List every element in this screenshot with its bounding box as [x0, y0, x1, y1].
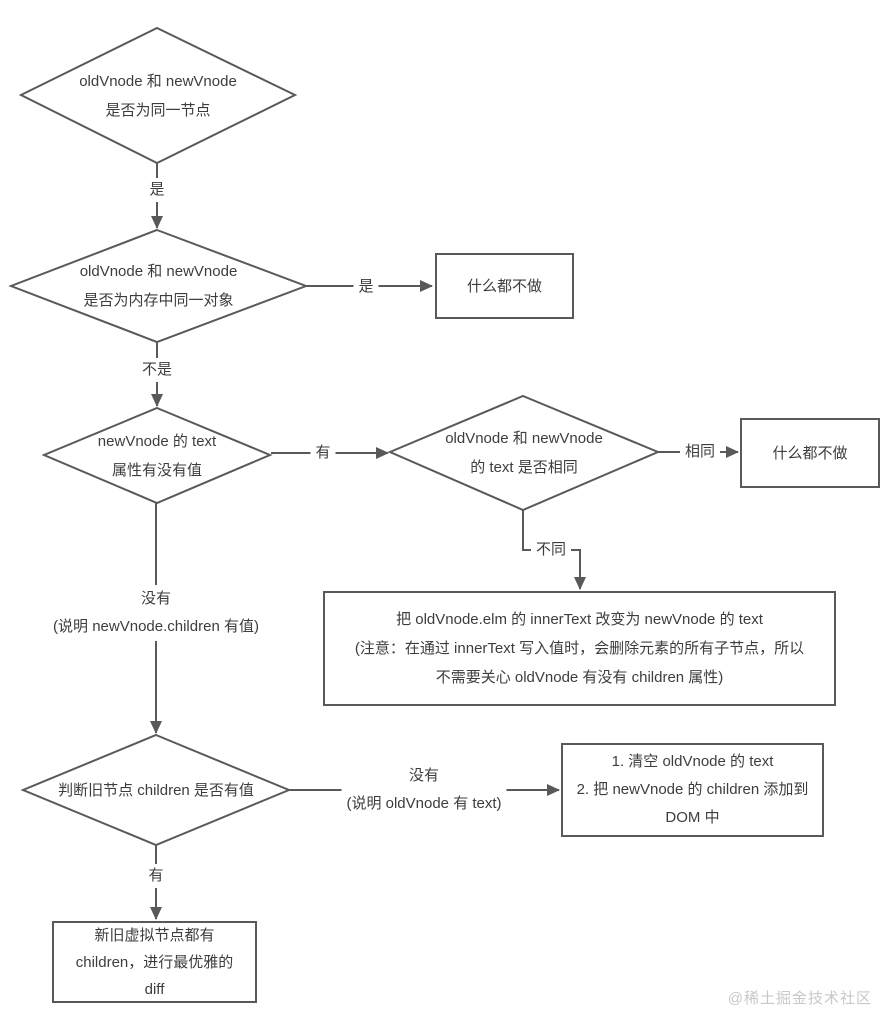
- edge-label-line: 没有: [140, 590, 172, 607]
- edge-label-text-diff: 不同: [530, 538, 572, 562]
- decision-same-object-shape: [8, 228, 309, 344]
- node-line: 把 oldVnode.elm 的 innerText 改变为 newVnode …: [396, 611, 763, 628]
- process-replace-children: 1. 清空 oldVnode 的 text 2. 把 newVnode 的 ch…: [561, 743, 824, 837]
- decision-newvnode-text-shape: [41, 406, 273, 505]
- watermark: @稀土掘金技术社区: [727, 990, 872, 1007]
- edge-label-same-object-yes: 是: [353, 275, 379, 299]
- decision-text-equal-shape: [387, 394, 661, 512]
- process-do-nothing-2: 什么都不做: [740, 418, 880, 488]
- node-line: 什么都不做: [466, 277, 542, 295]
- node-line: 不需要关心 oldVnode 有没有 children 属性): [435, 669, 724, 686]
- edge-label-newvnode-has-text: 有: [310, 441, 336, 465]
- decision-same-node-shape: [18, 26, 298, 165]
- edge-label-old-children-no: 没有 (说明 oldVnode 有 text): [341, 762, 507, 818]
- node-line: diff: [144, 980, 165, 998]
- edge-label-text-same: 相同: [679, 440, 721, 464]
- edge-label-line: (说明 oldVnode 有 text): [346, 795, 502, 812]
- edge-label-newvnode-no-text: 没有 (说明 newVnode.children 有值): [48, 585, 264, 641]
- process-set-innertext: 把 oldVnode.elm 的 innerText 改变为 newVnode …: [323, 591, 836, 706]
- edge-label-line: (说明 newVnode.children 有值): [53, 618, 259, 635]
- process-do-nothing-1: 什么都不做: [435, 253, 574, 319]
- edge-label-old-children-yes: 有: [143, 864, 169, 888]
- edge-label-same-object-no: 不是: [136, 358, 178, 382]
- edge-label-same-node-yes: 是: [144, 178, 170, 202]
- node-line: DOM 中: [665, 809, 720, 826]
- node-line: 1. 清空 oldVnode 的 text: [611, 753, 774, 770]
- process-elegant-diff: 新旧虚拟节点都有 children，进行最优雅的 diff: [52, 921, 257, 1003]
- node-line: 新旧虚拟节点都有: [94, 926, 215, 944]
- decision-old-children-shape: [20, 733, 292, 847]
- node-line: children，进行最优雅的: [75, 953, 234, 971]
- edge-label-line: 没有: [408, 767, 439, 784]
- node-line: (注意：在通过 innerText 写入值时，会删除元素的所有子节点，所以: [354, 640, 805, 657]
- node-line: 2. 把 newVnode 的 children 添加到: [576, 781, 809, 798]
- node-line: 什么都不做: [772, 444, 848, 462]
